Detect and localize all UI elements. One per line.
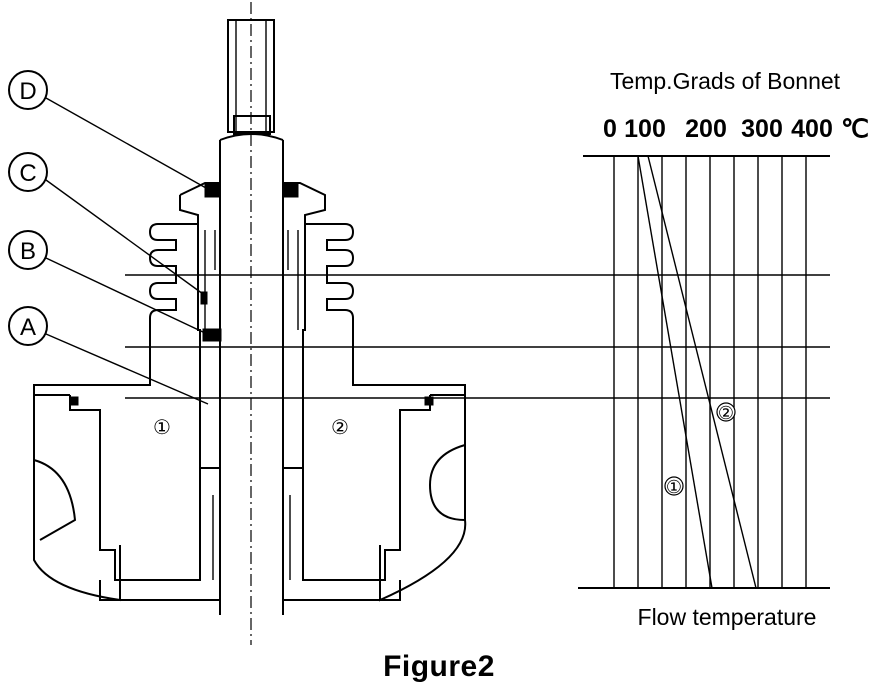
body-left-cavity xyxy=(33,459,77,541)
curve-1 xyxy=(637,155,713,589)
tick-label-0: 0 xyxy=(603,115,617,143)
callout-a: A xyxy=(8,306,209,405)
callout-d: D xyxy=(8,70,207,189)
figure-caption: Figure2 xyxy=(383,650,495,683)
valve-body xyxy=(33,395,467,615)
zone-marker-1: ① xyxy=(153,417,171,439)
tick-label-100: 100 xyxy=(624,115,666,143)
left-cooling-fins xyxy=(33,223,198,396)
zone-marker-2: ② xyxy=(331,417,349,439)
curve-marker-1-ring xyxy=(664,476,684,496)
curve-marker-1: ① xyxy=(666,477,682,497)
gasket-left xyxy=(69,396,79,406)
callout-b: B xyxy=(8,230,206,334)
part-b-seal xyxy=(202,328,222,342)
flow-temperature-label: Flow temperature xyxy=(638,604,817,630)
part-d-right xyxy=(282,182,299,198)
right-cooling-fins xyxy=(305,223,466,396)
body-right-cavity xyxy=(428,444,466,521)
tick-label-300: 300 xyxy=(741,115,783,143)
callout-b-letter: B xyxy=(20,238,36,265)
chart-title: Temp.Grads of Bonnet xyxy=(610,68,841,94)
part-c-seal xyxy=(200,291,208,305)
tick-label-unit: ℃ xyxy=(841,115,869,143)
part-d-left xyxy=(204,182,221,198)
callout-c-letter: C xyxy=(19,160,36,187)
callout-a-letter: A xyxy=(20,314,36,341)
curve-2 xyxy=(647,155,757,589)
chart-gridlines xyxy=(613,156,807,588)
tick-label-200: 200 xyxy=(685,115,727,143)
curve-marker-2-ring xyxy=(716,402,736,422)
temperature-chart: Temp.Grads of Bonnet 0 100 200 300 400 ℃… xyxy=(578,68,869,630)
callout-d-letter: D xyxy=(19,78,36,105)
curve-marker-2: ② xyxy=(718,403,734,423)
tick-label-400: 400 xyxy=(791,115,833,143)
callout-c: C xyxy=(8,152,204,295)
